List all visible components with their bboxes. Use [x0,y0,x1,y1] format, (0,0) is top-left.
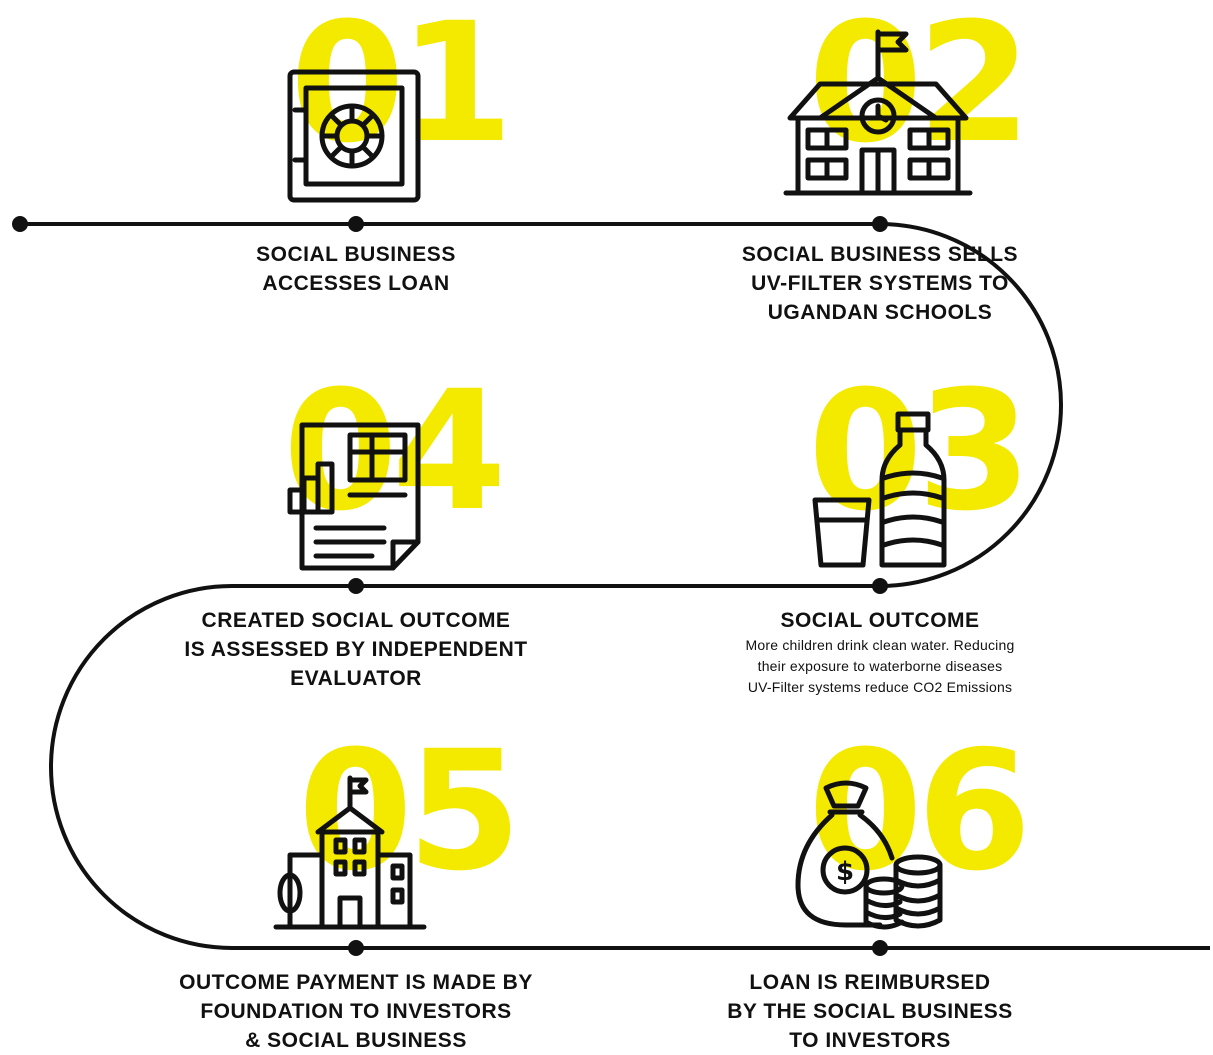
step-01-label: SOCIAL BUSINESS ACCESSES LOAN [196,240,516,298]
svg-text:$: $ [836,857,854,887]
step-02-label-line: SOCIAL BUSINESS SELLS [741,243,1019,266]
step-03-description-line: their exposure to waterborne diseases [757,658,1003,674]
step-05-label-line: FOUNDATION TO INVESTORS [200,1000,512,1023]
timeline-dot-01 [348,216,364,232]
step-06-label-line: LOAN IS REIMBURSED [749,971,991,994]
timeline-dot-03 [872,578,888,594]
timeline-dot-06 [872,940,888,956]
step-03-label-line: SOCIAL OUTCOME [780,609,980,632]
step-number-05: 05 [298,715,516,907]
foundation-building-icon [273,775,427,930]
timeline-dot-05 [348,940,364,956]
step-02-label-line: UV-FILTER SYSTEMS TO [751,272,1009,295]
safe-icon [287,69,421,203]
step-05-label-line: & SOCIAL BUSINESS [245,1029,467,1052]
step-01-label-line: SOCIAL BUSINESS [256,243,456,266]
step-02-label-line: UGANDAN SCHOOLS [767,301,993,324]
timeline-dot-04 [348,578,364,594]
step-06-label: LOAN IS REIMBURSED BY THE SOCIAL BUSINES… [670,968,1070,1055]
report-icon [287,422,421,571]
school-icon [783,29,973,196]
step-05-label-line: OUTCOME PAYMENT IS MADE BY [179,971,533,994]
step-04-label-line: EVALUATOR [290,667,422,690]
step-number-02: 02 [808,0,1026,179]
step-04-label: CREATED SOCIAL OUTCOME IS ASSESSED BY IN… [156,606,556,693]
money-bag-icon: $ [795,780,943,930]
step-03-description-line: UV-Filter systems reduce CO2 Emissions [747,679,1013,695]
step-01-label-line: ACCESSES LOAN [262,272,450,295]
water-bottle-icon [812,411,947,568]
step-03-description-line: More children drink clean water. Reducin… [745,637,1015,653]
step-04-label-line: IS ASSESSED BY INDEPENDENT [184,638,528,661]
timeline-dot-02 [872,216,888,232]
step-03-label: SOCIAL OUTCOME More children drink clean… [670,606,1090,698]
step-06-label-line: BY THE SOCIAL BUSINESS [727,1000,1013,1023]
step-05-label: OUTCOME PAYMENT IS MADE BY FOUNDATION TO… [146,968,566,1055]
step-04-label-line: CREATED SOCIAL OUTCOME [201,609,511,632]
step-06-label-line: TO INVESTORS [789,1029,951,1052]
step-02-label: SOCIAL BUSINESS SELLS UV-FILTER SYSTEMS … [690,240,1070,327]
timeline-path [20,222,1210,950]
timeline-start-dot [12,216,28,232]
